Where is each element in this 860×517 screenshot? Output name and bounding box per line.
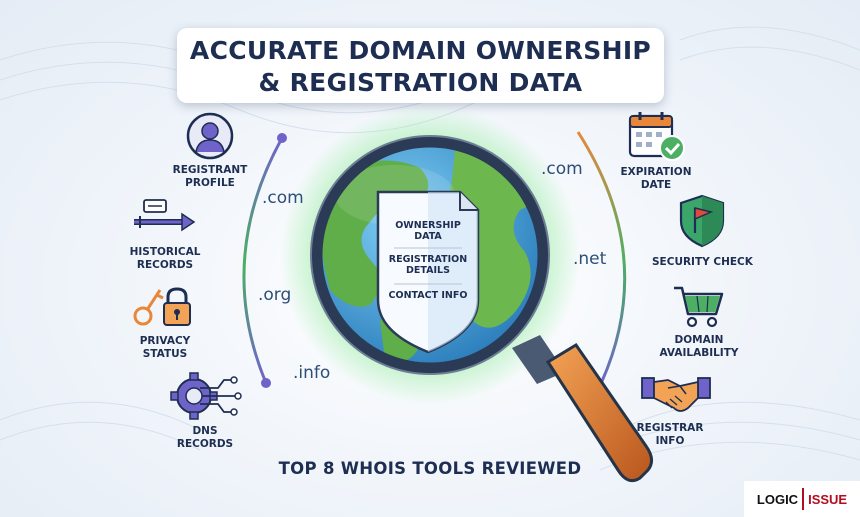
registrant-label-2: PROFILE <box>185 177 235 189</box>
security-label: SECURITY CHECK <box>652 256 753 268</box>
availability-label-1: DOMAIN <box>674 334 724 346</box>
left-arc <box>242 137 284 384</box>
magnifier-handle <box>512 335 653 483</box>
brand-logo: LOGIC ISSUE <box>744 481 860 517</box>
tld-left-org: .org <box>258 285 292 305</box>
user-profile-icon <box>186 112 234 160</box>
doc-registration-details: REGISTRATION DETAILS <box>378 254 478 276</box>
dns-label-2: RECORDS <box>176 438 234 450</box>
timeline-flag-icon <box>134 199 196 232</box>
tld-right-com: .com <box>541 159 583 179</box>
left-arc-bottom-dot <box>261 378 271 388</box>
registrar-label-1: REGISTRAR <box>636 422 704 434</box>
title-card: ACCURATE DOMAIN OWNERSHIP & REGISTRATION… <box>177 28 664 103</box>
calendar-check-icon <box>628 112 685 161</box>
tld-left-info: .info <box>293 363 331 383</box>
expiration-label-1: EXPIRATION <box>620 166 692 178</box>
privacy-label-1: PRIVACY <box>139 335 191 347</box>
gear-circuit-icon <box>170 372 242 420</box>
registrant-label-1: REGISTRANT <box>172 164 248 176</box>
shopping-cart-icon <box>674 286 724 328</box>
handshake-icon <box>641 377 711 412</box>
shield-document <box>376 190 480 354</box>
privacy-label-2: STATUS <box>142 348 188 360</box>
feature-security-check: SECURITY CHECK <box>652 256 753 269</box>
historical-label-2: RECORDS <box>136 259 194 271</box>
brand-logo-part2: ISSUE <box>808 491 848 507</box>
title-line-1: ACCURATE DOMAIN OWNERSHIP <box>189 36 652 65</box>
doc-item-data: DATA <box>414 231 442 242</box>
brand-divider <box>802 488 805 510</box>
magnifier-rim <box>311 136 549 374</box>
brand-logo-part1: LOGIC <box>756 491 799 507</box>
title-line-2: & REGISTRATION DATA <box>258 68 583 97</box>
registrar-label-2: INFO <box>655 435 685 447</box>
expiration-label-2: DATE <box>640 179 672 191</box>
doc-ownership-data: OWNERSHIP DATA <box>378 220 478 242</box>
availability-label-2: AVAILABILITY <box>659 347 739 359</box>
key-lock-icon <box>133 287 191 326</box>
shield-flag-icon <box>679 194 725 248</box>
doc-item-registration: REGISTRATION <box>388 254 468 265</box>
dns-label-1: DNS <box>192 425 218 437</box>
tld-left-com: .com <box>262 188 304 208</box>
doc-item-details: DETAILS <box>406 265 450 276</box>
tld-right-net: .net <box>573 249 607 269</box>
left-arc-top-dot <box>277 133 287 143</box>
right-arc <box>576 131 627 391</box>
historical-label-1: HISTORICAL <box>129 246 201 258</box>
doc-item-ownership: OWNERSHIP <box>395 220 461 231</box>
footer-caption: TOP 8 WHOIS TOOLS REVIEWED <box>278 459 582 478</box>
doc-contact-info: CONTACT INFO <box>388 290 468 301</box>
